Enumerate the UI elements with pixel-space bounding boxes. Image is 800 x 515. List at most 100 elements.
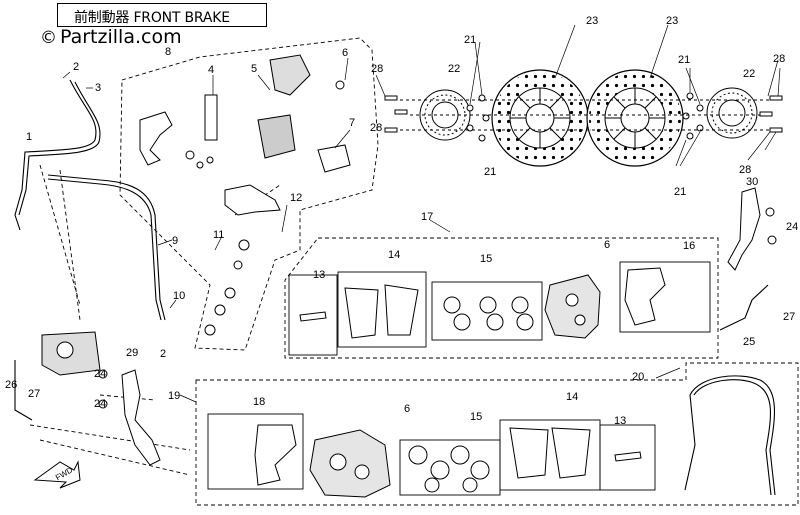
- disc-bolts: [384, 92, 783, 142]
- leader-dashed-3: [99, 394, 156, 401]
- brake-lever: [224, 184, 281, 216]
- callout-6: 6: [404, 403, 410, 415]
- bolt: [384, 127, 398, 133]
- callout-21: 21: [674, 186, 686, 198]
- callout-30: 30: [746, 176, 758, 188]
- group-outlines: [29, 37, 799, 506]
- component-boxes: [207, 261, 711, 496]
- brake-pads: [344, 284, 591, 479]
- callout-12: 12: [290, 192, 302, 204]
- diagram-title: 前制動器 FRONT BRAKE: [74, 10, 230, 26]
- caliper-pistons: [408, 296, 534, 493]
- bolt: [759, 111, 773, 117]
- callout-leaders: [62, 24, 781, 403]
- callout-6: 6: [604, 239, 610, 251]
- forward-direction-arrow-icon: FWD: [33, 460, 81, 489]
- callout-25: 25: [743, 336, 755, 348]
- clamp-7: [317, 144, 351, 173]
- hose-guide-line-2: [59, 169, 81, 321]
- sensor-bracket-29: [121, 369, 161, 466]
- hose-20-inner: [693, 379, 772, 496]
- box-16: [619, 261, 711, 333]
- callout-7: 7: [349, 117, 355, 129]
- callout-10: 10: [173, 290, 185, 302]
- callout-14: 14: [388, 249, 400, 261]
- brake-hoses: [14, 79, 776, 496]
- callout-13: 13: [614, 415, 626, 427]
- hose-20: [689, 375, 776, 496]
- callout-21: 21: [484, 166, 496, 178]
- box-15-right: [431, 281, 543, 341]
- leader-dashed-2: [39, 439, 191, 476]
- hose-26: [14, 360, 33, 421]
- hose-20-branch: [684, 394, 696, 491]
- callout-1: 1: [26, 131, 32, 143]
- box-13-left: [599, 424, 656, 491]
- front-master-cylinder: [41, 331, 101, 376]
- hose-guide-line: [39, 164, 81, 306]
- bolt: [769, 127, 783, 133]
- screw-6: [335, 80, 345, 90]
- master-cylinder-body: [257, 114, 296, 159]
- callout-22: 22: [743, 68, 755, 80]
- callout-28: 28: [371, 63, 383, 75]
- bolts-24: [98, 207, 777, 409]
- callout-19: 19: [168, 390, 180, 402]
- callout-15: 15: [480, 253, 492, 265]
- watermark-text: Partzilla.com: [60, 26, 182, 48]
- right-caliper-group-outline: [284, 237, 719, 359]
- callout-26: 26: [5, 379, 17, 391]
- brake-disc-large-2: [586, 69, 684, 167]
- callout-28: 28: [370, 122, 382, 134]
- caliper-left: [309, 429, 391, 498]
- callout-20: 20: [632, 371, 644, 383]
- callout-28: 28: [739, 164, 751, 176]
- callout-2: 2: [160, 348, 166, 360]
- callout-28: 28: [773, 53, 785, 65]
- diagram-title-box: 前制動器 FRONT BRAKE: [57, 3, 267, 27]
- callout-21: 21: [464, 34, 476, 46]
- callout-22: 22: [448, 63, 460, 75]
- callout-24: 24: [94, 398, 106, 410]
- leader-dashed-1: [29, 424, 191, 451]
- brake-disc-large-1: [491, 69, 589, 167]
- left-caliper-group-outline: [195, 362, 799, 506]
- callout-6: 6: [342, 47, 348, 59]
- hose-25: [719, 284, 769, 331]
- disc-alignment-lines: [400, 99, 770, 131]
- box-14-right: [337, 271, 427, 348]
- callout-18: 18: [253, 396, 265, 408]
- callout-2: 2: [73, 61, 79, 73]
- seal-kit-11: [204, 239, 250, 336]
- callout-15: 15: [470, 411, 482, 423]
- callout-23: 23: [666, 15, 678, 27]
- callout-5: 5: [251, 63, 257, 75]
- piston-rod: [204, 94, 218, 141]
- callout-14: 14: [566, 391, 578, 403]
- box-13-right: [288, 274, 338, 356]
- pad-pins-13: [299, 311, 642, 462]
- callout-4: 4: [208, 64, 214, 76]
- bolt: [769, 95, 783, 101]
- partzilla-watermark: ©Partzilla.com: [40, 26, 182, 48]
- callout-17: 17: [421, 211, 433, 223]
- callout-3: 3: [95, 82, 101, 94]
- hose-9-inner: [47, 178, 162, 321]
- callout-21: 21: [678, 54, 690, 66]
- box-18: [207, 413, 304, 490]
- bolt: [384, 95, 398, 101]
- master-cylinder-parts: [139, 54, 351, 216]
- sensor-bracket-30: [727, 187, 761, 271]
- reservoir: [139, 111, 173, 166]
- bolt: [394, 109, 408, 115]
- callout-11: 11: [213, 229, 224, 241]
- callout-24: 24: [786, 221, 798, 233]
- callout-9: 9: [172, 235, 178, 247]
- callout-8: 8: [165, 46, 171, 58]
- hose-9: [47, 174, 166, 321]
- callout-29: 29: [126, 347, 138, 359]
- hose-1: [14, 79, 97, 231]
